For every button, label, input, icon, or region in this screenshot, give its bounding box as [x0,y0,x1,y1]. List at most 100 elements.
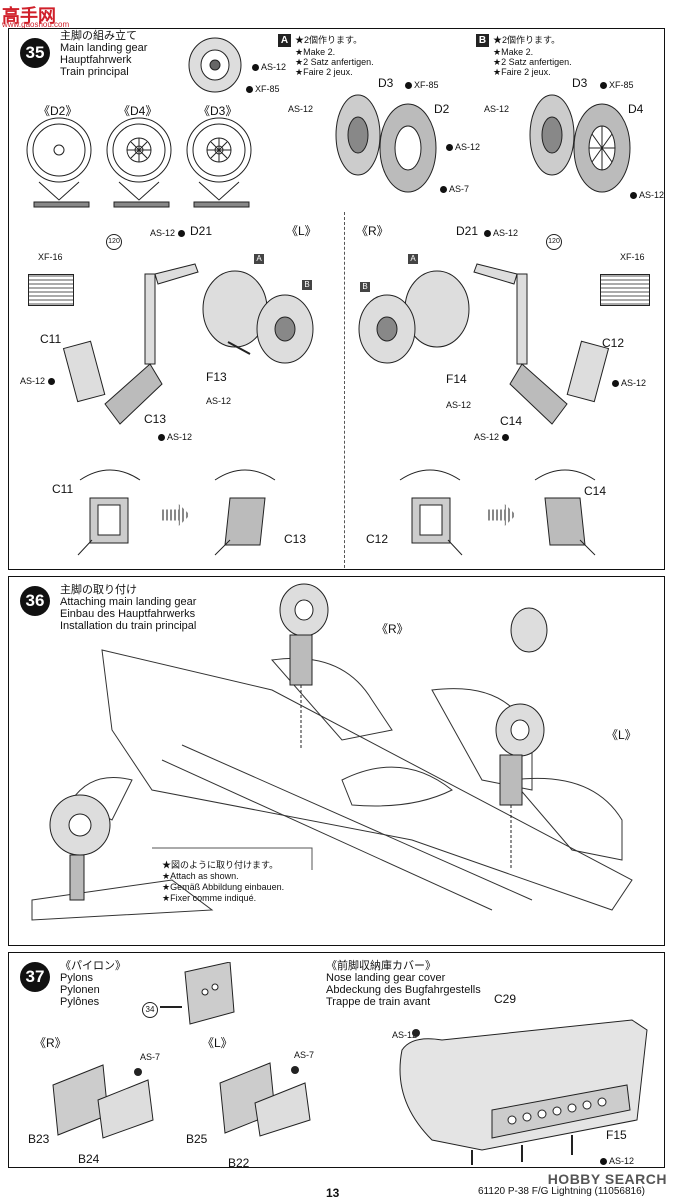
view-d3-label: 《D3》 [198,104,238,118]
step-36-title-en: Attaching main landing gear [60,596,197,608]
watermark-logo: 高手网 [2,6,56,26]
detail-arrow-right [488,504,516,526]
paint-as12-label: AS-12 [252,62,286,72]
view-d4-label: 《D4》 [118,104,158,118]
paint-as12-d21-l: AS-12 [150,228,187,238]
detail-left-after [214,469,276,556]
step-36-left-label: 《L》 [606,728,637,742]
detail-left-before [77,469,141,556]
part-c12: C12 [602,336,625,350]
paint-as12-nose-top: AS-12 [392,1030,418,1040]
paint-as12-f13: AS-12 [206,396,232,406]
pylons-title-jp: 《パイロン》 [60,960,126,972]
part-d4: D4 [628,102,644,116]
paint-as12-d21-r: AS-12 [484,228,518,238]
step-35-number: 35 [20,38,50,68]
pylon-left-illustration [219,1062,311,1137]
step-37-frame [8,952,665,1168]
paint-xf16-r: XF-16 [620,252,645,262]
pylon-right-illustration [52,1064,154,1139]
part-b24: B24 [78,1152,100,1166]
step-36-title-fr: Installation du train principal [60,620,197,632]
step-35-frame [8,28,665,570]
part-d3-a: D3 [378,76,394,90]
part-f14: F14 [446,372,467,386]
pylons-title-en: Pylons [60,972,94,984]
part-b25: B25 [186,1132,208,1146]
nose-cover-title-de: Abdeckung des Bugfahrgestells [326,984,481,996]
detail-arrow-left [162,504,190,526]
paint-as7-r: AS-7 [140,1052,161,1062]
detail-right-before [399,469,463,556]
part-b23: B23 [28,1132,50,1146]
paint-xf85-label: XF-85 [246,84,280,94]
step-37-number: 37 [20,962,50,992]
paint-as7-l: AS-7 [294,1050,315,1060]
part-f15: F15 [606,1128,627,1142]
step-36-title-jp: 主脚の取り付け [60,584,137,596]
step-37-left-label: 《L》 [202,1036,233,1050]
paint-as12-c14: AS-12 [474,432,511,442]
paint-xf85-b: XF-85 [600,80,634,90]
part-d21-r: D21 [456,224,479,238]
xf16-panel-l [28,274,74,306]
hobbysearch-watermark: HOBBY SEARCH [547,1171,667,1187]
part-c11: C11 [40,332,62,346]
step-36-frame [8,576,665,946]
paint-as12-a2: AS-12 [446,142,480,152]
box-a-notes: A★2個作ります。 ★Make 2. ★2 Satz anfertigen. ★… [278,34,374,77]
step-36-title-de: Einbau des Hauptfahrwerks [60,608,196,620]
paint-as12-c13: AS-12 [158,432,192,442]
pylon-part-illustration [160,962,235,1025]
paint-as7-a: AS-7 [440,184,469,194]
marker-a-l: A [254,254,264,264]
step-35-title-fr: Train principal [60,66,129,78]
part-c13: C13 [144,412,167,426]
step-36-number: 36 [20,586,50,616]
wheel-b-exploded-illustration [529,94,631,193]
side-left-label: 《L》 [286,224,317,238]
pylons-title-de: Pylonen [60,984,100,996]
part-b22: B22 [228,1156,250,1170]
aircraft-illustration [31,583,633,921]
part-d2: D2 [434,102,450,116]
marker-b-r: B [360,282,370,292]
callout-120-l: 120 [106,234,122,250]
detail-c14: C14 [584,484,607,498]
nose-cover-title-jp: 《前脚収納庫カバー》 [326,960,436,972]
step-35-title-jp: 主脚の組み立て [60,30,137,42]
part-f13: F13 [206,370,227,384]
part-c14-upper: C14 [500,414,523,428]
callout-34: 34 [142,1002,158,1018]
step-35-divider [344,212,345,568]
product-code: 61120 P-38 F/G Lightning (11056816) [478,1186,645,1197]
paint-as12-f15: AS-12 [600,1156,634,1166]
wheel-views-illustration [26,117,252,208]
nose-cover-title-fr: Trappe de train avant [326,996,431,1008]
part-d3-b: D3 [572,76,588,90]
callout-120-r: 120 [546,234,562,250]
step-35-title-de: Hauptfahrwerk [60,54,132,66]
paint-as12-c12: AS-12 [612,378,646,388]
paint-as12-a1: AS-12 [288,104,314,114]
step-36-notes: ★図のように取り付けます。 ★Attach as shown. ★Gemäß A… [162,860,285,903]
paint-as12-b1: AS-12 [484,104,510,114]
box-b-notes: B★2個作ります。 ★Make 2. ★2 Satz anfertigen. ★… [476,34,572,77]
detail-right-after [534,469,596,556]
wheel-assembly-illustration [188,37,242,93]
pylons-title-fr: Pylônes [60,996,100,1008]
wheel-a-exploded-illustration [335,94,437,193]
paint-xf85-a: XF-85 [405,80,439,90]
right-gear-assembly-illustration [358,263,610,425]
nose-cover-illustration [399,1019,648,1165]
view-d2-label: 《D2》 [38,104,78,118]
side-right-label: 《R》 [356,224,389,238]
detail-c11: C11 [52,482,74,496]
step-35-title-en: Main landing gear [60,42,148,54]
paint-as12-c11: AS-12 [20,376,57,386]
xf16-panel-r [600,274,650,306]
left-gear-assembly-illustration [62,263,314,425]
marker-b-l: B [302,280,312,290]
detail-c13: C13 [284,532,307,546]
part-c29: C29 [494,992,517,1006]
